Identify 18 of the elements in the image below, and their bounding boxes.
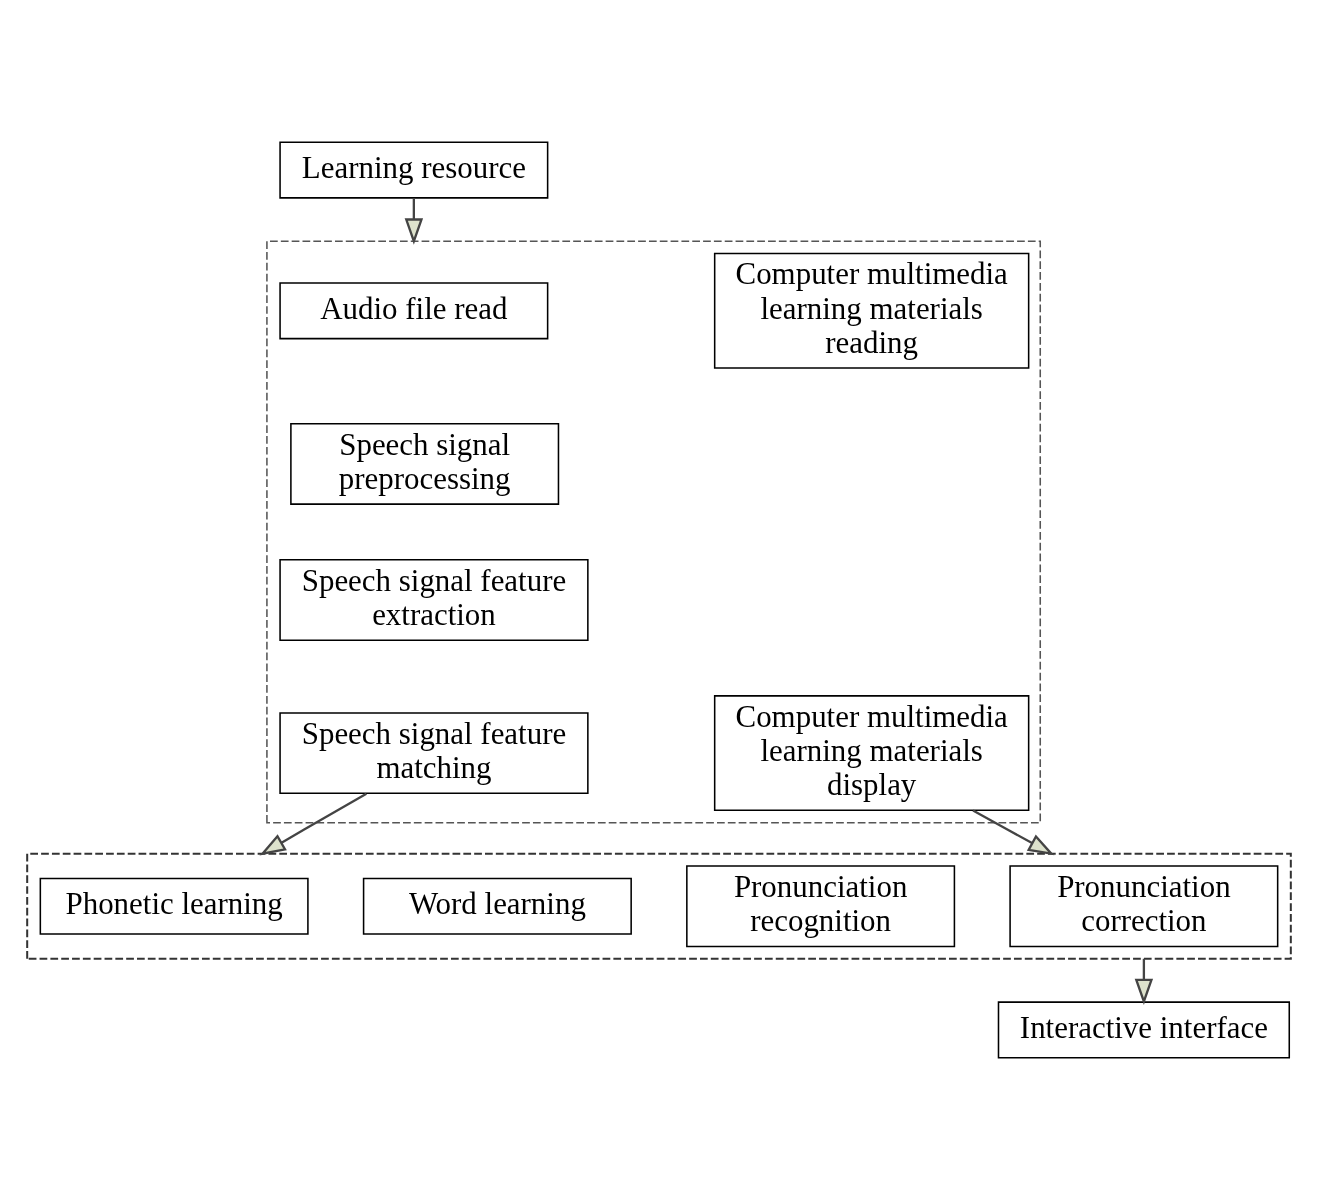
arrow [404,198,424,245]
cluster [26,852,1292,960]
node-box: Phonetic learning [39,877,309,935]
node-box: Pronunciation correction [1009,865,1279,948]
arrow [1134,958,1154,1005]
node-box: Interactive interface [997,1001,1291,1059]
node-box: Audio file read [279,282,549,340]
arrow [259,792,367,856]
node-box: Learning resource [279,141,549,199]
arrow [972,809,1055,856]
node-box: Speech signal feature matching [279,712,589,795]
node-box: Computer multimedia learning materials reading [713,252,1030,369]
node-box: Speech signal feature extraction [279,559,589,641]
node-box: Speech signal preprocessing [290,422,560,505]
node-box: Computer multimedia learning materials display [713,695,1030,812]
cluster [266,240,1042,824]
node-box: Pronunciation recognition [686,865,956,948]
node-box: Word learning [362,877,632,935]
